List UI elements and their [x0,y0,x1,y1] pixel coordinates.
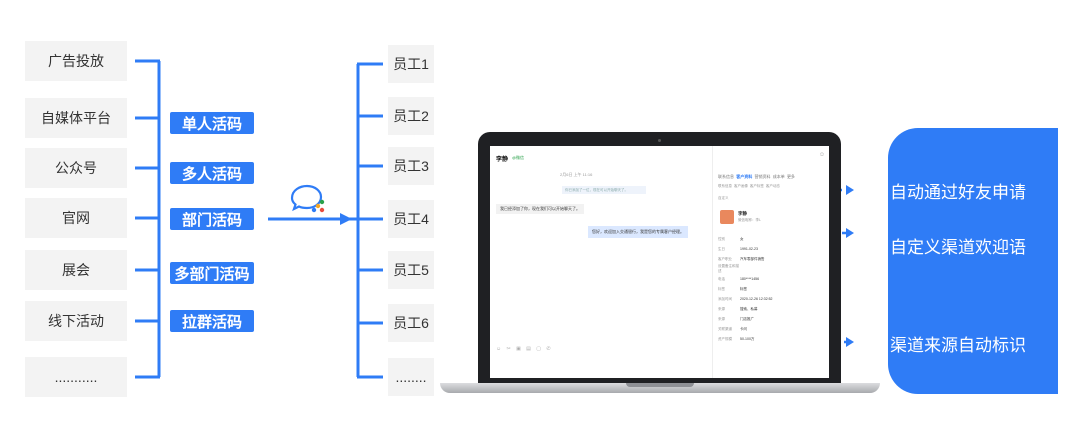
source-ad: 广告投放 [25,41,127,81]
chat-system-note: 你已添加了一位，现在可以开始聊天了。 [562,186,646,194]
employee-3: 员工3 [388,147,434,185]
tab-customer[interactable]: 客户资料 [736,174,752,179]
employee-1: 员工1 [388,45,434,83]
field-row: 设置备注和描述 [718,264,773,274]
custom-label: 自定义 [718,196,729,201]
subtab-contact[interactable]: 联系信息 [718,184,732,188]
feature-auto-accept: 自动通过好友申请 [890,178,1060,203]
chat-message-incoming: 我已经添加了你，现在我们可以开始聊天了。 [496,204,584,214]
code-department: 部门活码 [170,208,254,230]
tab-marketing[interactable]: 营销资料 [754,174,770,179]
code-multi-department: 多部门活码 [170,262,254,284]
profile-tabs: 联系信息 客户资料 营销资料 成本单 更多 [718,174,795,180]
source-offline-event: 线下活动 [25,301,127,341]
chat-message-outgoing: 您好，欢迎加入交通银行，我是您的专属客户经理。 [588,226,688,238]
wecom-chat-icon [288,184,326,214]
tab-more[interactable]: 更多 [787,174,795,179]
chat-contact-name: 李静 [496,154,508,163]
chat-toolbar: ☺ ✂ ▣ ▤ ▢ ✆ [496,346,553,352]
feature-source-tagging: 渠道来源自动标识 [890,331,1060,356]
code-multi: 多人活码 [170,162,254,184]
source-more: ........... [25,357,127,397]
code-group: 拉群活码 [170,310,254,332]
user-icon: ☺ [819,152,825,158]
subtab-activity[interactable]: 客户动态 [766,184,780,188]
subtab-tags[interactable]: 客户标签 [750,184,764,188]
employee-4: 员工4 [388,200,434,238]
field-row: 来源搜索、私募 [718,304,773,314]
employee-5: 员工5 [388,251,434,289]
source-media-platform: 自媒体平台 [25,98,127,138]
employee-2: 员工2 [388,97,434,135]
source-website: 官网 [25,198,127,238]
laptop-screen: 李静 @微信 ☺ 2月6日 上午 11:16 你已添加了一位，现在可以开始聊天了… [490,146,829,378]
source-official-account: 公众号 [25,148,127,188]
profile-subtabs: 联系信息 客户画像 客户标签 客户动态 [718,184,780,189]
avatar [720,210,734,224]
code-single: 单人活码 [170,112,254,134]
laptop-camera [658,139,661,142]
field-row: 来源门店推广 [718,314,773,324]
chat-contact-tag: @微信 [512,155,524,161]
laptop-notch [626,383,694,387]
employee-6: 员工6 [388,304,434,342]
source-exhibition: 展会 [25,250,127,290]
employee-more: ........ [388,358,434,396]
panel-divider [712,146,713,378]
chat-time: 2月6日 上午 11:16 [560,172,592,178]
tab-contact[interactable]: 联系信息 [718,174,734,179]
field-row: 关联渠道卡问 [718,324,773,334]
card-sub: 微信昵称：李L [738,218,761,223]
subtab-portrait[interactable]: 客户画像 [734,184,748,188]
field-row: 性别女 [718,234,773,244]
feature-welcome-message: 自定义渠道欢迎语 [890,233,1060,258]
card-name: 李静 [738,211,747,217]
field-row: 标签标签 [718,284,773,294]
tab-cost[interactable]: 成本单 [773,174,785,179]
field-row: 客户职业汽车零部件销售 [718,254,773,264]
